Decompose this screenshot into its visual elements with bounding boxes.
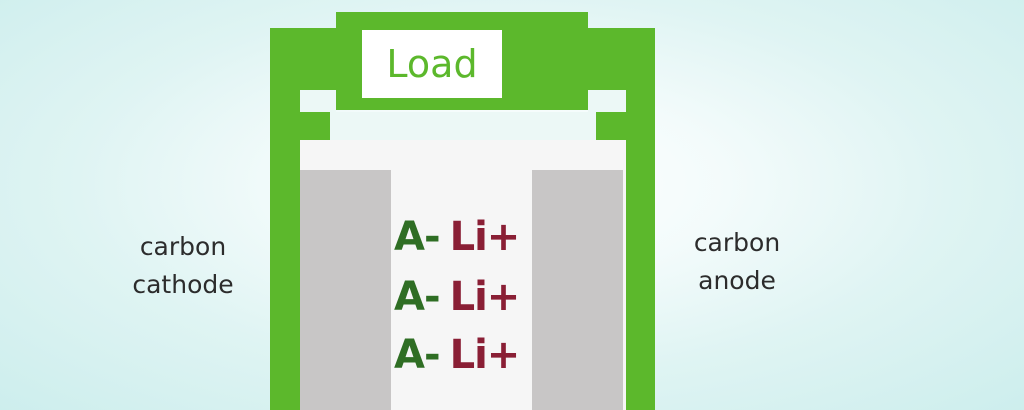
cation-label: Li+	[449, 214, 521, 260]
wire-left-vertical	[270, 28, 300, 410]
anion-label: A	[394, 274, 425, 320]
wire-right-vertical	[626, 28, 655, 410]
notch-right	[588, 90, 626, 112]
anion-label: A	[394, 332, 425, 378]
load-label: Load	[386, 42, 478, 86]
cathode-label-line1: carbon	[139, 232, 227, 261]
ion-pair-3: A - Li+	[394, 330, 534, 380]
anode-label: carbon anode	[672, 224, 802, 300]
anion-charge: -	[423, 274, 441, 320]
anion-charge: -	[423, 214, 441, 260]
wire-notches	[300, 90, 626, 140]
cation-label: Li+	[449, 274, 521, 320]
notch-left-low	[330, 112, 596, 140]
anode-label-line2: anode	[698, 266, 776, 295]
cathode-electrode	[300, 170, 391, 410]
ion-pair-1: A - Li+	[394, 212, 534, 262]
wire-left-inner	[300, 112, 330, 142]
load-box: Load	[362, 30, 502, 98]
ion-pair-2: A - Li+	[394, 272, 534, 322]
cation-label: Li+	[449, 332, 521, 378]
notch-left	[300, 90, 336, 112]
anion-charge: -	[423, 332, 441, 378]
wire-right-inner	[596, 112, 626, 142]
wire-frame	[270, 12, 655, 410]
cathode-label: carbon cathode	[118, 228, 248, 304]
anode-label-line1: carbon	[693, 228, 781, 257]
cathode-label-line2: cathode	[132, 270, 234, 299]
anode-electrode	[532, 170, 623, 410]
anion-label: A	[394, 214, 425, 260]
